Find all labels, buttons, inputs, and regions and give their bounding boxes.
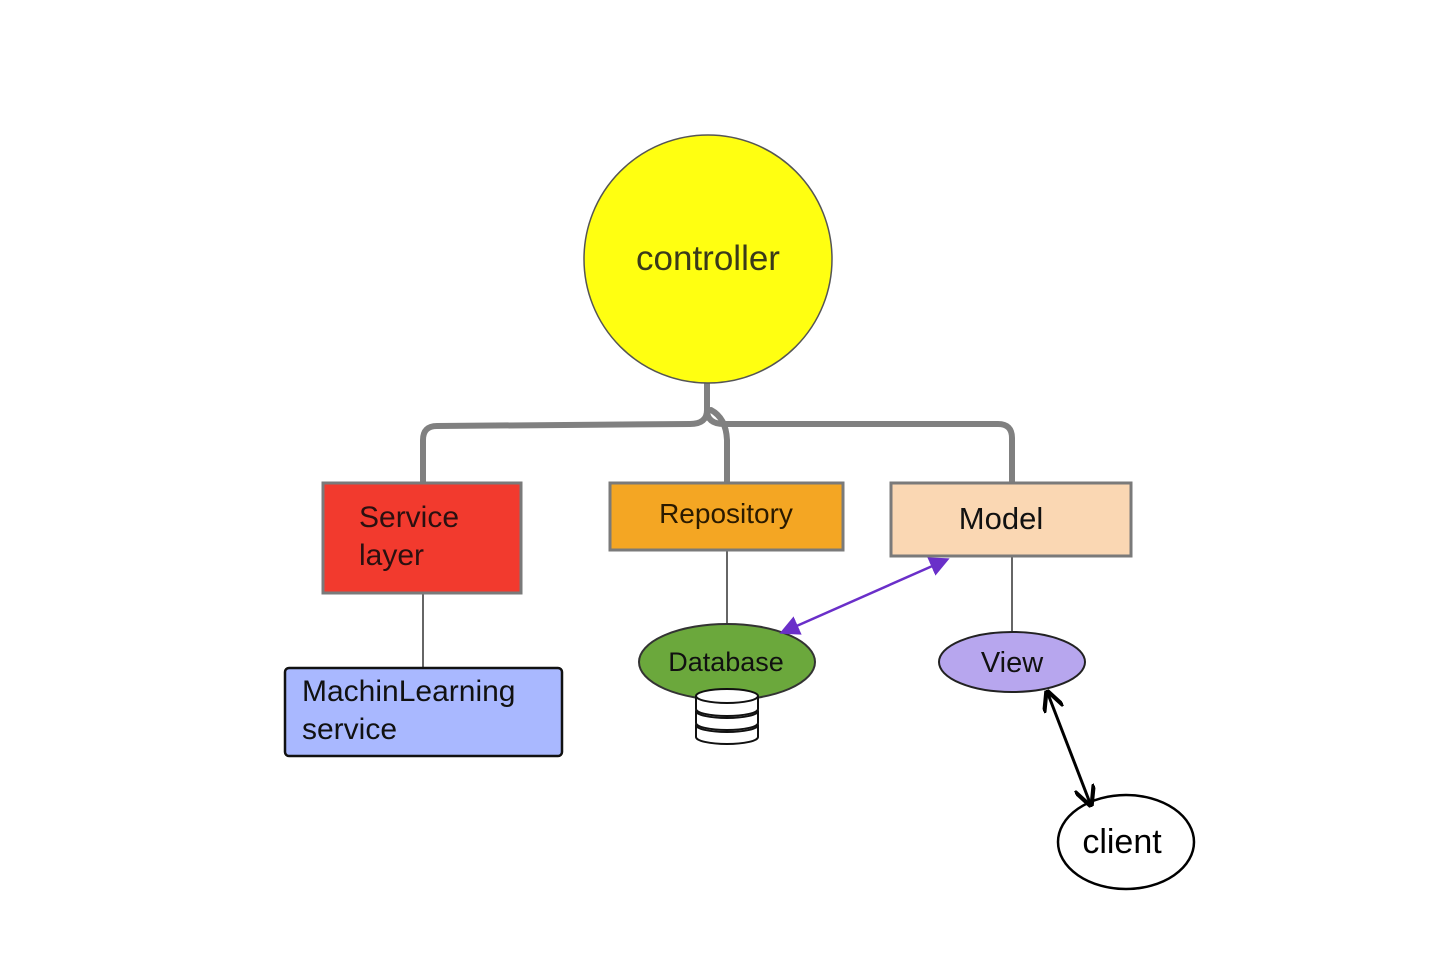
model-database-arrow bbox=[779, 557, 950, 635]
model-box bbox=[889, 481, 1133, 558]
view-client-arrow bbox=[1048, 694, 1090, 803]
controller-tree-connector bbox=[420, 377, 1015, 487]
view-label: View bbox=[981, 647, 1044, 679]
client-label: client bbox=[1082, 823, 1162, 861]
service-layer-label-line1: Service bbox=[359, 501, 459, 534]
ml-service-node[interactable]: MachinLearning service bbox=[283, 666, 564, 758]
service-layer-label-line2: layer bbox=[359, 539, 424, 572]
client-ellipse bbox=[1056, 793, 1196, 891]
controller-node[interactable]: controller bbox=[583, 134, 833, 384]
controller-label: controller bbox=[636, 239, 780, 278]
model-label: Model bbox=[959, 501, 1043, 536]
client-node[interactable]: client bbox=[1056, 793, 1196, 891]
service-layer-node[interactable]: Service layer bbox=[321, 481, 523, 595]
model-node[interactable]: Model bbox=[889, 481, 1133, 558]
database-cylinder-icon bbox=[695, 688, 759, 745]
view-node[interactable]: View bbox=[938, 631, 1086, 693]
database-node[interactable]: Database bbox=[638, 623, 816, 745]
database-label: Database bbox=[668, 647, 784, 677]
ml-service-box bbox=[283, 666, 564, 758]
ml-service-label-line1: MachinLearning bbox=[302, 675, 515, 708]
view-ellipse bbox=[938, 631, 1086, 693]
service-layer-box bbox=[321, 481, 523, 595]
repository-box bbox=[608, 481, 845, 552]
controller-circle bbox=[583, 134, 833, 384]
repository-label: Repository bbox=[659, 498, 793, 529]
ml-service-label-line2: service bbox=[302, 713, 397, 746]
repository-node[interactable]: Repository bbox=[608, 481, 845, 552]
